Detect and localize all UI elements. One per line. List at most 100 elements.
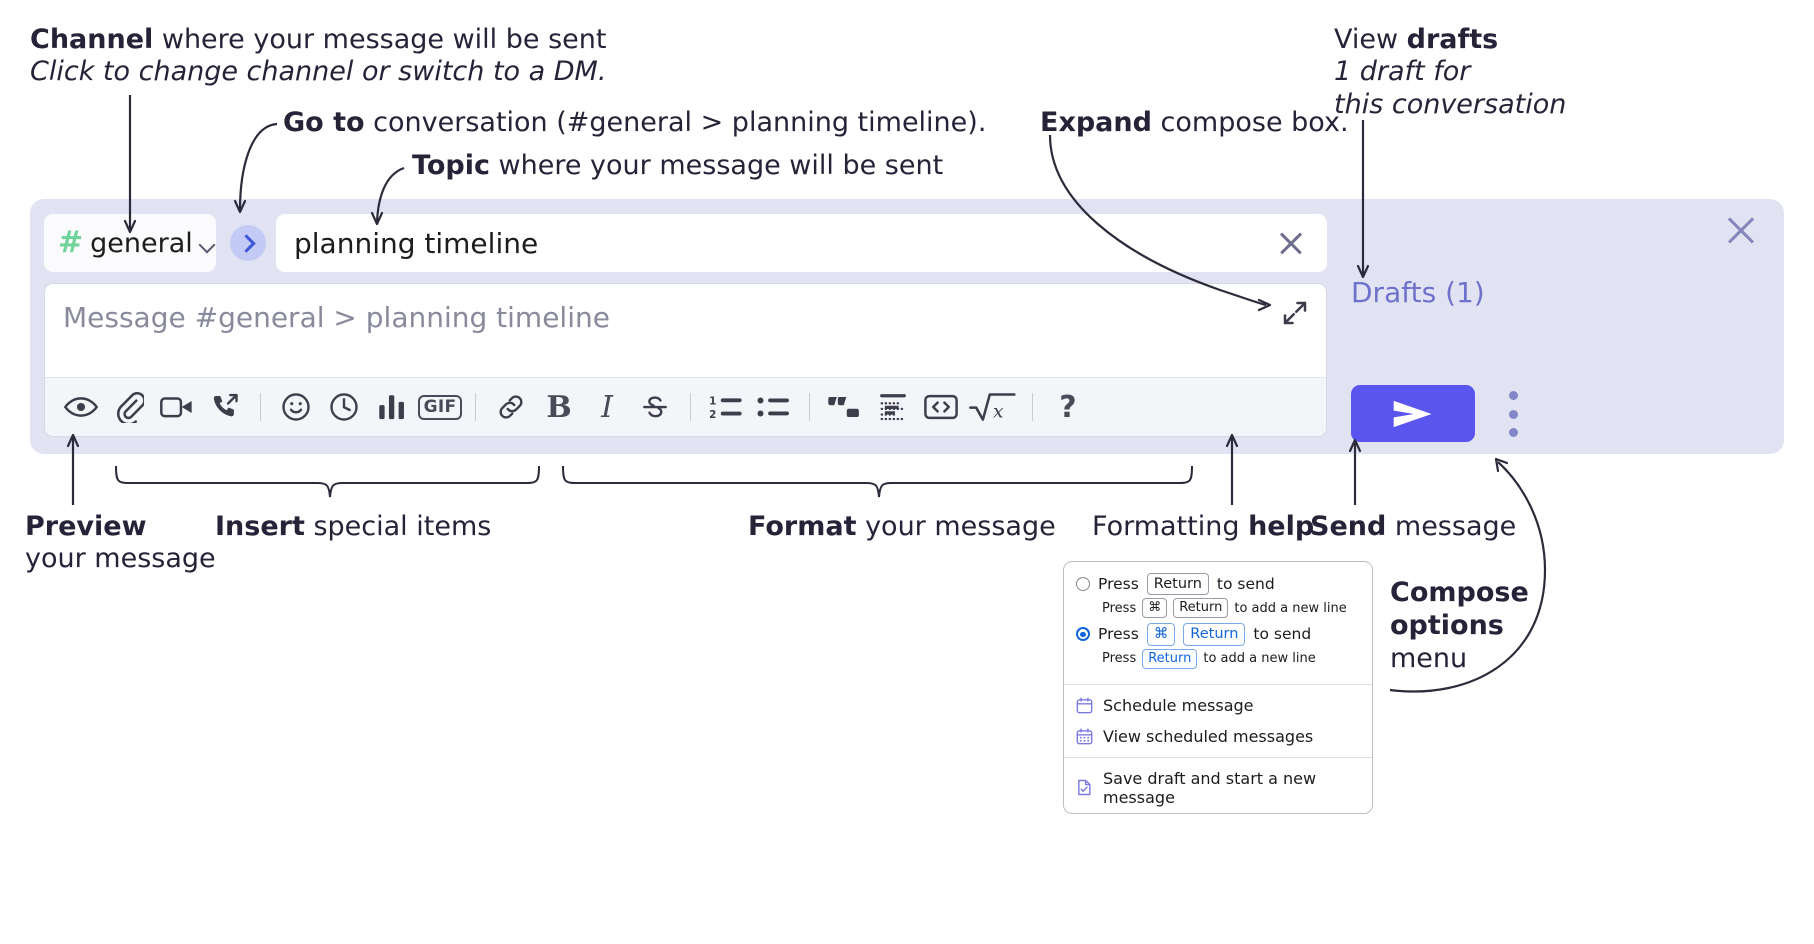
menu-divider-1 (1064, 683, 1372, 685)
message-input[interactable]: Message #general > planning timeline (45, 284, 1326, 377)
option-return-pre: Press (1098, 575, 1139, 594)
schedule-button[interactable] (320, 385, 368, 429)
annotation-expand-bold: Expand (1040, 107, 1152, 138)
go-to-conversation-button[interactable] (230, 225, 266, 261)
annotation-compose-options-line2: options (1390, 609, 1504, 641)
option-cmd-sub-pre: Press (1102, 651, 1137, 667)
annotation-send-bold: Send (1310, 511, 1387, 542)
send-button[interactable] (1351, 385, 1475, 442)
bold-label: B (546, 389, 572, 425)
annotation-drafts-sub1: 1 draft for (1334, 56, 1471, 88)
toolbar-separator-3 (690, 393, 691, 421)
annotation-format-bold: Format (748, 511, 857, 542)
drafts-link[interactable]: Drafts (1) (1351, 276, 1485, 309)
annotation-insert-rest: special items (304, 511, 492, 542)
poll-button[interactable] (368, 385, 416, 429)
annotation-compose-options: Compose options menu (1390, 577, 1529, 676)
send-shortcut-options: Press Return to send Press ⌘ Return to a… (1064, 562, 1372, 679)
record-video-button[interactable] (153, 385, 201, 429)
menu-item-schedule-message[interactable]: Schedule message (1064, 690, 1372, 721)
gif-button[interactable]: GIF (416, 385, 464, 429)
italic-label: I (601, 389, 613, 425)
annotation-format: Format your message (748, 511, 1056, 543)
connector-format-brace (562, 465, 1193, 498)
annotation-goto-bold: Go to (283, 107, 365, 138)
compose-header-row: # general planning timeline (44, 213, 1327, 273)
channel-selector[interactable]: # general (44, 214, 216, 272)
link-button[interactable] (487, 385, 535, 429)
question-mark-icon: ? (1059, 389, 1077, 425)
blockquote-button[interactable] (821, 385, 869, 429)
kebab-dot-3 (1508, 428, 1518, 437)
math-button[interactable]: x (965, 385, 1021, 429)
menu-item-save-draft[interactable]: Save draft and start a new message (1064, 763, 1372, 813)
annotation-channel-sub: Click to change channel or switch to a D… (30, 56, 607, 88)
chevron-down-icon (200, 239, 215, 248)
message-editor-card: Message #general > planning timeline (44, 283, 1327, 437)
hash-icon: # (58, 225, 84, 260)
svg-text:1: 1 (709, 395, 716, 407)
toolbar-separator-4 (809, 393, 810, 421)
option-cmd-pre: Press (1098, 625, 1139, 644)
key-command: ⌘ (1142, 598, 1168, 619)
record-audio-button[interactable] (201, 385, 249, 429)
svg-text:x: x (993, 402, 1004, 423)
annotation-send-rest: message (1386, 511, 1517, 542)
strikethrough-button[interactable] (631, 385, 679, 429)
annotation-channel: Channel where your message will be sent … (30, 24, 606, 89)
bulleted-list-button[interactable] (750, 385, 798, 429)
annotation-format-rest: your message (856, 511, 1056, 542)
compose-options-button[interactable] (1503, 391, 1523, 437)
menu-item-view-scheduled-messages[interactable]: View scheduled messages (1064, 721, 1372, 752)
option-return-post: to send (1216, 575, 1275, 594)
menu-item-save-draft-label: Save draft and start a new message (1103, 768, 1317, 807)
preview-button[interactable] (57, 385, 105, 429)
annotation-insert: Insert special items (215, 511, 491, 543)
code-block-button[interactable] (869, 385, 917, 429)
formatting-help-button[interactable]: ? (1044, 385, 1092, 429)
ordered-list-button[interactable]: 1 2 (702, 385, 750, 429)
message-placeholder: Message #general > planning timeline (63, 301, 610, 334)
annotation-drafts: View drafts 1 draft for this conversatio… (1334, 24, 1566, 121)
code-button[interactable] (917, 385, 965, 429)
annotation-expand-rest: compose box. (1151, 107, 1349, 138)
calendar-icon (1076, 697, 1093, 714)
annotation-preview-line2: your message (25, 543, 216, 575)
option-press-cmd-return-to-send[interactable]: Press ⌘ Return to send (1064, 621, 1372, 647)
emoji-button[interactable] (272, 385, 320, 429)
bold-button[interactable]: B (535, 385, 583, 429)
option-cmd-sub-post: to add a new line (1203, 651, 1316, 667)
italic-button[interactable]: I (583, 385, 631, 429)
toolbar-separator-1 (260, 393, 261, 421)
annotation-help: Formatting help (1092, 511, 1314, 543)
topic-field[interactable]: planning timeline (276, 214, 1327, 272)
channel-name: general (90, 227, 193, 259)
topic-value: planning timeline (294, 226, 539, 260)
clear-topic-button[interactable] (1275, 227, 1307, 259)
kebab-dot-2 (1508, 409, 1518, 419)
document-check-icon (1076, 779, 1093, 796)
toolbar-separator-5 (1032, 393, 1033, 421)
expand-compose-button[interactable] (1280, 298, 1310, 328)
calendar-grid-icon (1076, 728, 1093, 745)
annotation-drafts-sub2: this conversation (1334, 88, 1567, 120)
connector-goto (238, 122, 278, 211)
option-return-sub-pre: Press (1102, 600, 1137, 616)
attach-file-button[interactable] (105, 385, 153, 429)
radio-selected[interactable] (1076, 627, 1090, 642)
annotation-help-pre: Formatting (1092, 511, 1249, 542)
gif-label: GIF (417, 394, 463, 420)
menu-divider-2 (1064, 756, 1372, 758)
annotation-help-bold: help (1248, 511, 1315, 542)
annotation-channel-rest: where your message will be sent (153, 24, 607, 55)
radio-unselected[interactable] (1076, 577, 1090, 592)
compose-main-column: # general planning timeline Message #gen… (44, 213, 1327, 437)
option-press-return-to-send[interactable]: Press Return to send (1064, 571, 1372, 597)
annotation-preview-bold: Preview (25, 511, 147, 542)
annotation-topic-rest: where your message will be sent (489, 150, 944, 181)
key-return-sub-blue: Return (1142, 648, 1198, 669)
close-compose-button[interactable] (1724, 213, 1758, 247)
kebab-dot-1 (1508, 391, 1518, 400)
compose-widget: # general planning timeline Message #gen… (30, 199, 1784, 454)
